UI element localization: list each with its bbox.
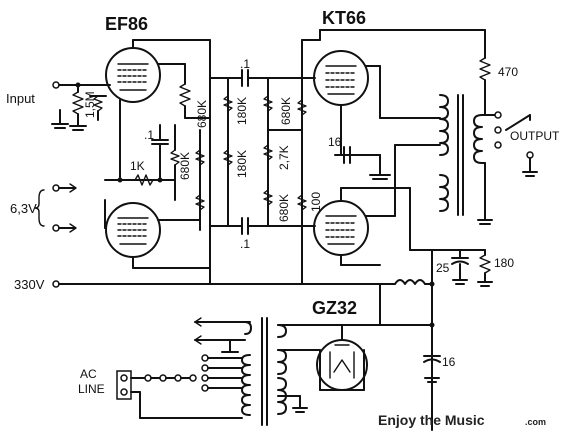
gz32-label: GZ32 [312, 298, 357, 318]
watermark-name: Enjoy the Music [378, 412, 485, 428]
ac-line-label-bottom: LINE [78, 382, 105, 396]
watermark-suffix: .com [525, 417, 546, 427]
ef86-bottom-tube [105, 202, 161, 258]
ef86-label: EF86 [105, 14, 148, 34]
r-plate1-value: 680K [195, 100, 209, 128]
c-coupling-top-value: .1 [240, 57, 250, 71]
gz32-rectifier-tube [316, 339, 368, 391]
input-wiring [51, 81, 111, 131]
r-plate2-value: 680K [178, 152, 192, 180]
output-transformer [439, 94, 538, 225]
preamp-wiring [104, 39, 211, 285]
coupling-network [209, 39, 321, 285]
heater-voltage-label: 6,3V [10, 201, 37, 216]
r-680k-d-value: 680K [277, 194, 291, 222]
supply-voltage-label: 330V [14, 277, 45, 292]
heater-terminals [34, 183, 77, 233]
r-680k-c-value: 680K [279, 97, 293, 125]
ef86-top-tube [105, 47, 161, 103]
c-coupling-bottom-value: .1 [240, 237, 250, 251]
output-stage-wiring [319, 29, 491, 266]
c-16-bypass-value: 16 [328, 135, 342, 149]
kt66-top-tube [313, 50, 369, 106]
power-supply [194, 283, 441, 426]
r-180k-a-value: 180K [235, 97, 249, 125]
supply-rail [52, 249, 435, 431]
c-16-filter-value: 16 [442, 355, 456, 369]
ac-line-label-top: AC [80, 367, 97, 381]
r-180-value: 180 [494, 256, 514, 270]
r-k1-value: 1K [130, 159, 145, 173]
kt66-label: KT66 [322, 8, 366, 28]
cathode-bias [451, 249, 493, 287]
input-label: Input [6, 91, 35, 106]
r-100-value: 100 [309, 192, 323, 212]
r-grid-value: 1,5M [83, 91, 97, 118]
c-25-value: 25 [436, 261, 450, 275]
r-180k-b-value: 180K [235, 150, 249, 178]
r-470-value: 470 [498, 65, 518, 79]
c-screen-value: .1 [144, 128, 154, 142]
ac-line-input [116, 354, 243, 419]
output-label: OUTPUT [510, 129, 560, 143]
r-2-7k-value: 2,7K [277, 145, 291, 170]
